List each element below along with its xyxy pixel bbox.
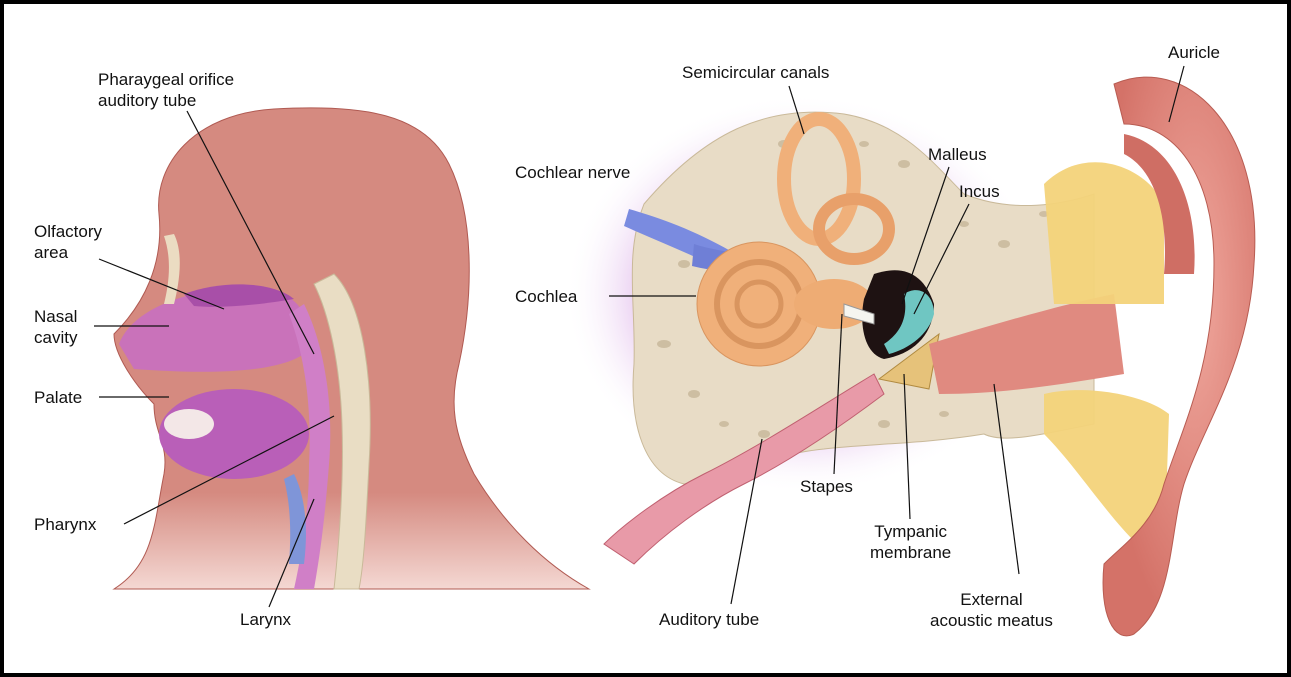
fat-tissue [1044,162,1164,304]
label-stapes: Stapes [800,476,853,497]
label-auditory-tube: Auditory tube [659,609,759,630]
label-cochlea: Cochlea [515,286,577,307]
label-pharynx: Pharynx [34,514,96,535]
label-incus: Incus [959,181,1000,202]
label-palate: Palate [34,387,82,408]
auricle-shape [1103,77,1255,636]
label-semicircular-canals: Semicircular canals [682,62,829,83]
label-larynx: Larynx [240,609,291,630]
label-auricle: Auricle [1168,42,1220,63]
vestibule [794,279,874,329]
label-malleus: Malleus [928,144,987,165]
label-cochlear-nerve: Cochlear nerve [515,162,630,183]
mouth-shape [164,409,214,439]
